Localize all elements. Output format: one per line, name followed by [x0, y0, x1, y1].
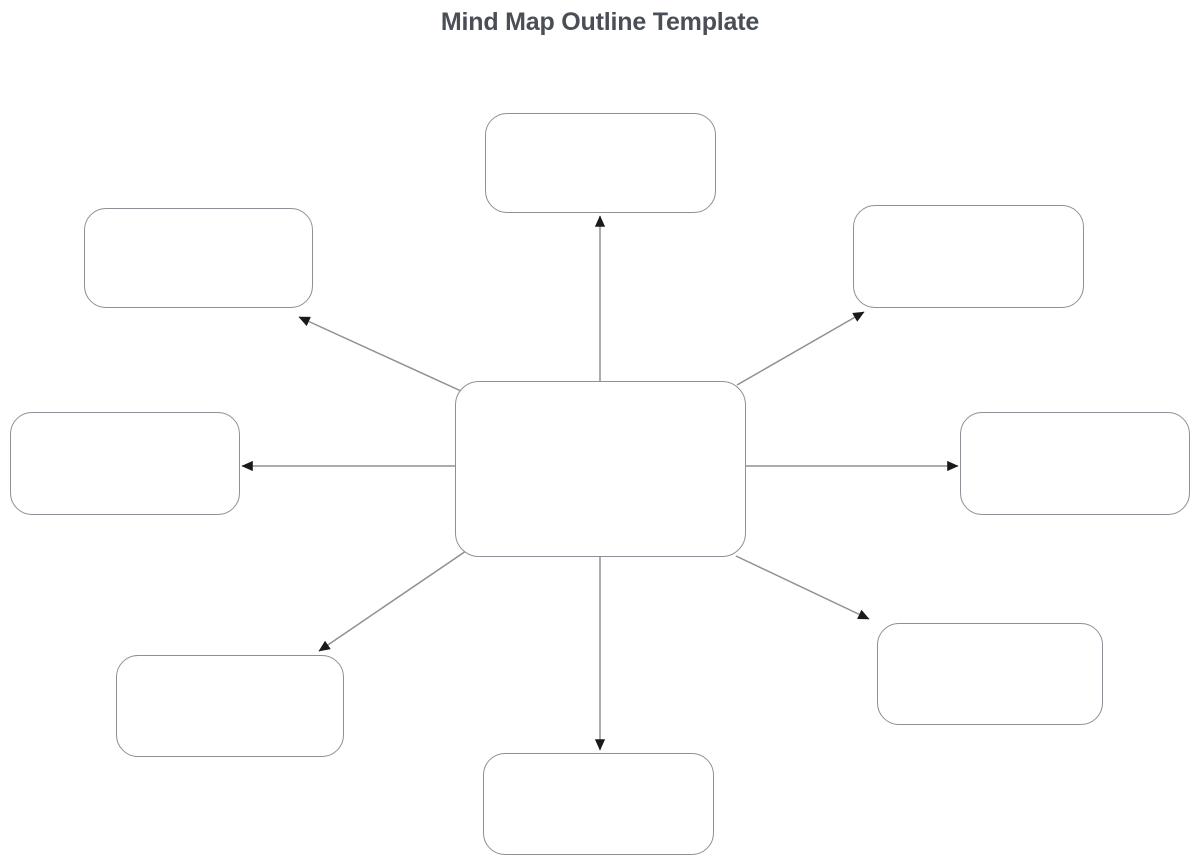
- branch-top-node[interactable]: [485, 113, 716, 213]
- page-title: Mind Map Outline Template: [440, 8, 760, 36]
- connectors-group: [241, 215, 959, 751]
- branch-top-right-node[interactable]: [853, 205, 1084, 308]
- central-topic-node[interactable]: [455, 381, 746, 557]
- connector-bottom-left: [318, 550, 467, 652]
- branch-bottom-node[interactable]: [483, 753, 714, 855]
- branch-bottom-left-node[interactable]: [116, 655, 344, 757]
- connector-top-left: [298, 316, 462, 392]
- connector-bottom-right: [735, 555, 870, 620]
- branch-bottom-right-node[interactable]: [877, 623, 1103, 725]
- branch-left-node[interactable]: [10, 412, 240, 515]
- connector-top-right: [736, 311, 865, 386]
- branch-right-node[interactable]: [960, 412, 1190, 515]
- branch-top-left-node[interactable]: [84, 208, 313, 308]
